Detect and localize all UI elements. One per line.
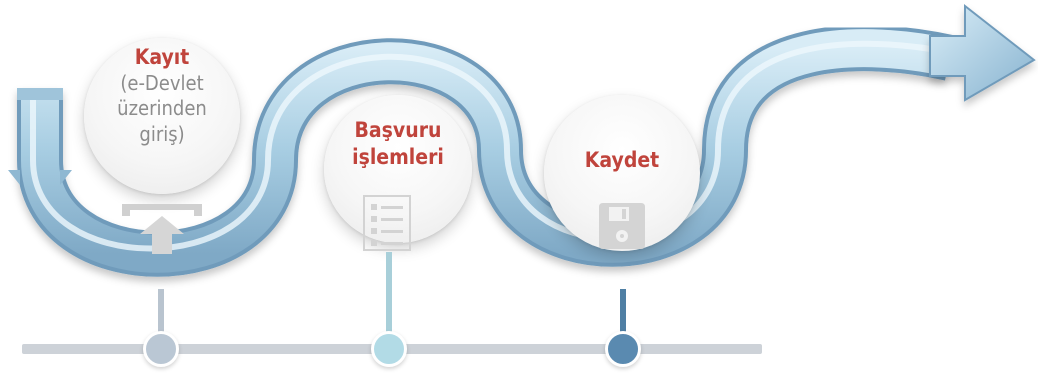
wave-body-fill (21, 29, 955, 273)
timeline-dot-1 (143, 331, 179, 367)
step-1-subtitle-line-2: üzerinden (117, 96, 207, 121)
step-1-subtitle-line-3: giriş) (139, 122, 185, 147)
timeline-dot-3 (605, 331, 641, 367)
wave-start-cap (17, 88, 63, 100)
step-2-text: Başvuru işlemleri (324, 117, 472, 171)
wave-left-notch (8, 170, 72, 185)
step-3-title: Kaydet (584, 148, 660, 172)
step-1-connector (158, 289, 164, 349)
save-icon (599, 203, 645, 249)
step-3-text: Kaydet (544, 147, 700, 174)
step-3-connector (620, 289, 626, 349)
step-1-title: Kayıt (134, 45, 190, 69)
upload-icon (122, 204, 202, 254)
step-2-connector (386, 252, 392, 348)
timeline-dot-2 (371, 331, 407, 367)
step-2-title-line-1: Başvuru (354, 118, 442, 142)
step-2-title-line-2: işlemleri (352, 144, 444, 169)
step-1-text: Kayıt (e-Devlet üzerinden giriş) (84, 44, 240, 148)
wave-highlight (30, 40, 949, 252)
step-1-subtitle-line-1: (e-Devlet (120, 70, 204, 95)
step-1-circle (84, 38, 240, 194)
list-icon (363, 195, 411, 251)
arrow-head (929, 3, 1036, 102)
